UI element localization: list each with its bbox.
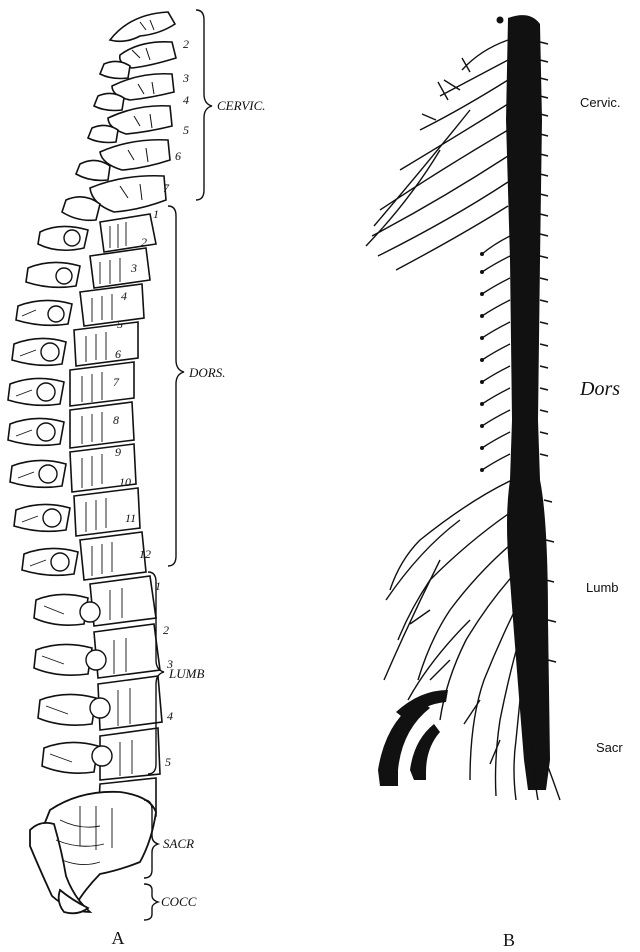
cervical-number: 5 (183, 123, 189, 137)
dorsal-number: 9 (115, 445, 121, 459)
caption-a: A (112, 928, 125, 948)
cervical-number: 7 (163, 181, 170, 195)
cervical-number: 4 (183, 93, 189, 107)
spinal-cord-illustration (366, 15, 560, 800)
dorsal-number: 2 (141, 235, 147, 249)
lumbar-number: 5 (165, 755, 171, 769)
label-lumb-b: Lumb (586, 580, 619, 595)
label-sacr-b: Sacr (596, 740, 623, 755)
dorsal-number: 3 (130, 261, 137, 275)
lumbar-number: 1 (155, 579, 161, 593)
cervical-number: 3 (182, 71, 189, 85)
label-dors: DORS. (188, 365, 225, 380)
label-dors-b: Dors (579, 378, 620, 400)
dorsal-number: 10 (119, 475, 131, 489)
label-lumb: LUMB (168, 666, 204, 681)
lumbar-number: 2 (163, 623, 169, 637)
dorsal-number: 12 (139, 547, 151, 561)
vertebral-column-illustration (8, 12, 176, 913)
figure-b-region-labels: Cervic. Dors Lumb Sacr (579, 95, 623, 755)
cervical-number: 6 (175, 149, 181, 163)
dorsal-number: 1 (153, 207, 159, 221)
caption-b: B (503, 930, 515, 950)
dorsal-number: 4 (121, 289, 127, 303)
dorsal-number: 7 (113, 375, 120, 389)
label-cervic: CERVIC. (217, 98, 266, 113)
cervical-number: 2 (183, 37, 189, 51)
dorsal-number: 6 (115, 347, 121, 361)
label-cervic-b: Cervic. (580, 95, 620, 110)
dorsal-number: 11 (125, 511, 136, 525)
dorsal-number: 8 (113, 413, 119, 427)
label-sacr: SACR (163, 836, 194, 851)
dorsal-number: 5 (117, 317, 123, 331)
lumbar-number: 4 (167, 709, 173, 723)
label-cocc: COCC (161, 894, 197, 909)
